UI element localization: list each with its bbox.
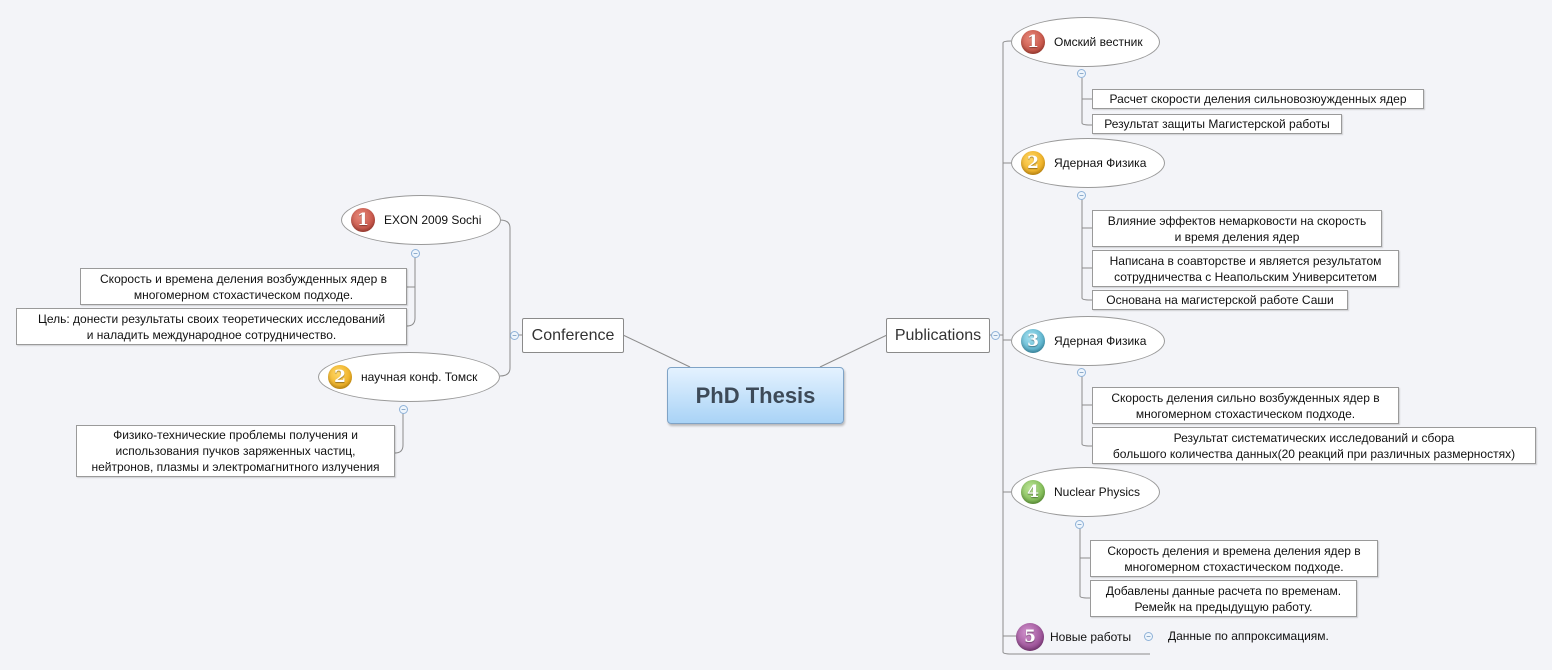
priority-4-icon: 4 (1021, 480, 1045, 504)
publication-topic-4-label: Nuclear Physics (1054, 485, 1141, 499)
conference-topic-tomsk-label: научная конф. Томск (361, 370, 478, 384)
publication-1-note-1[interactable]: Расчет скорости деления сильновозюужденн… (1092, 89, 1424, 109)
priority-3-icon: 3 (1021, 329, 1045, 353)
priority-2-icon: 2 (1021, 151, 1045, 175)
collapse-toggle-pub-1[interactable]: − (1077, 69, 1086, 78)
publication-3-note-1[interactable]: Скорость деления сильно возбужденных яде… (1092, 387, 1399, 424)
publication-topic-5-label: Новые работы (1050, 630, 1132, 644)
collapse-toggle-pub-5[interactable]: − (1144, 632, 1153, 641)
conference-exon-note-2[interactable]: Цель: донести результаты своих теоретиче… (16, 308, 407, 345)
publication-topic-3[interactable]: 3 Ядерная Физика (1011, 316, 1165, 366)
publication-topic-2-label: Ядерная Физика (1054, 156, 1147, 170)
publication-4-note-1[interactable]: Скорость деления и времена деления ядер … (1090, 540, 1378, 577)
conference-topic-exon[interactable]: 1 EXON 2009 Sochi (341, 195, 501, 245)
conference-exon-note-1[interactable]: Скорость и времена деления возбужденных … (80, 268, 407, 305)
collapse-toggle-conference[interactable]: − (510, 331, 519, 340)
publication-2-note-1[interactable]: Влияние эффектов немарковости на скорост… (1092, 210, 1382, 247)
collapse-toggle-pub-4[interactable]: − (1075, 520, 1084, 529)
publication-topic-2[interactable]: 2 Ядерная Физика (1011, 138, 1165, 188)
central-topic[interactable]: PhD Thesis (667, 367, 844, 424)
publication-topic-5[interactable]: 5 Новые работы (1016, 622, 1146, 652)
priority-1-icon: 1 (351, 208, 375, 232)
publication-5-note-1[interactable]: Данные по аппроксимациям. (1168, 629, 1329, 643)
collapse-toggle-exon[interactable]: − (411, 249, 420, 258)
main-topic-conference[interactable]: Conference (522, 318, 624, 353)
collapse-toggle-pub-2[interactable]: − (1077, 191, 1086, 200)
publication-topic-3-label: Ядерная Физика (1054, 334, 1147, 348)
priority-2-icon: 2 (328, 365, 352, 389)
collapse-toggle-publications[interactable]: − (991, 331, 1000, 340)
publication-topic-1[interactable]: 1 Омский вестник (1011, 17, 1160, 67)
publication-2-note-3[interactable]: Основана на магистерской работе Саши (1092, 290, 1348, 310)
conference-topic-tomsk[interactable]: 2 научная конф. Томск (318, 352, 500, 402)
publication-3-note-2[interactable]: Результат систематических исследований и… (1092, 427, 1536, 464)
collapse-toggle-tomsk[interactable]: − (399, 405, 408, 414)
priority-5-icon: 5 (1016, 623, 1044, 651)
publication-topic-4[interactable]: 4 Nuclear Physics (1011, 467, 1160, 517)
conference-tomsk-note-1[interactable]: Физико-технические проблемы получения и … (76, 425, 395, 477)
publication-1-note-2[interactable]: Результат защиты Магистерской работы (1092, 114, 1342, 134)
publication-2-note-2[interactable]: Написана в соавторстве и является резуль… (1092, 250, 1399, 287)
priority-1-icon: 1 (1021, 30, 1045, 54)
main-topic-publications[interactable]: Publications (886, 318, 990, 353)
publication-4-note-2[interactable]: Добавлены данные расчета по временам. Ре… (1090, 580, 1357, 617)
collapse-toggle-pub-3[interactable]: − (1077, 368, 1086, 377)
conference-topic-exon-label: EXON 2009 Sochi (384, 213, 482, 227)
publication-topic-1-label: Омский вестник (1054, 35, 1143, 49)
